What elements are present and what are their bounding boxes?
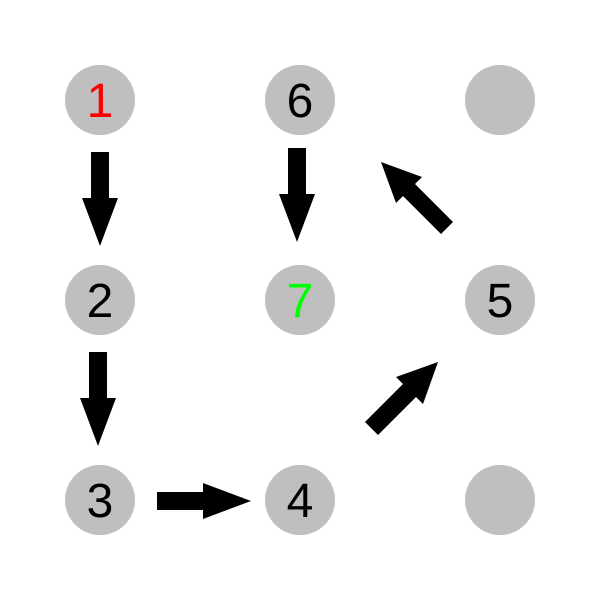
node-4: 4 (265, 465, 335, 535)
node-circle (265, 65, 335, 135)
node-circle (65, 65, 135, 135)
node-label: 3 (87, 475, 114, 528)
node-empty-nB (465, 465, 535, 535)
node-label: 4 (287, 475, 314, 528)
node-7: 7 (265, 265, 335, 335)
node-3: 3 (65, 465, 135, 535)
node-circle (65, 265, 135, 335)
node-circle (465, 465, 535, 535)
node-label: 6 (287, 75, 314, 128)
node-circle (465, 265, 535, 335)
node-circle (465, 65, 535, 135)
node-circle (265, 465, 335, 535)
node-6: 6 (265, 65, 335, 135)
arrow-n4-to-n5 (365, 362, 438, 435)
node-label: 5 (487, 275, 514, 328)
node-label: 1 (87, 75, 114, 128)
node-label: 2 (87, 275, 114, 328)
node-empty-nA (465, 65, 535, 135)
node-2: 2 (65, 265, 135, 335)
arrow-n2-to-n3 (80, 352, 116, 446)
arrow-n1-to-n2 (82, 152, 118, 246)
node-1: 1 (65, 65, 135, 135)
node-5: 5 (465, 265, 535, 335)
arrow-n6-to-n7 (279, 148, 315, 242)
arrow-n5-to-n6 (381, 162, 453, 234)
node-circle (265, 265, 335, 335)
node-circle (65, 465, 135, 535)
node-label: 7 (287, 275, 314, 328)
arrow-n3-to-n4 (157, 483, 251, 519)
